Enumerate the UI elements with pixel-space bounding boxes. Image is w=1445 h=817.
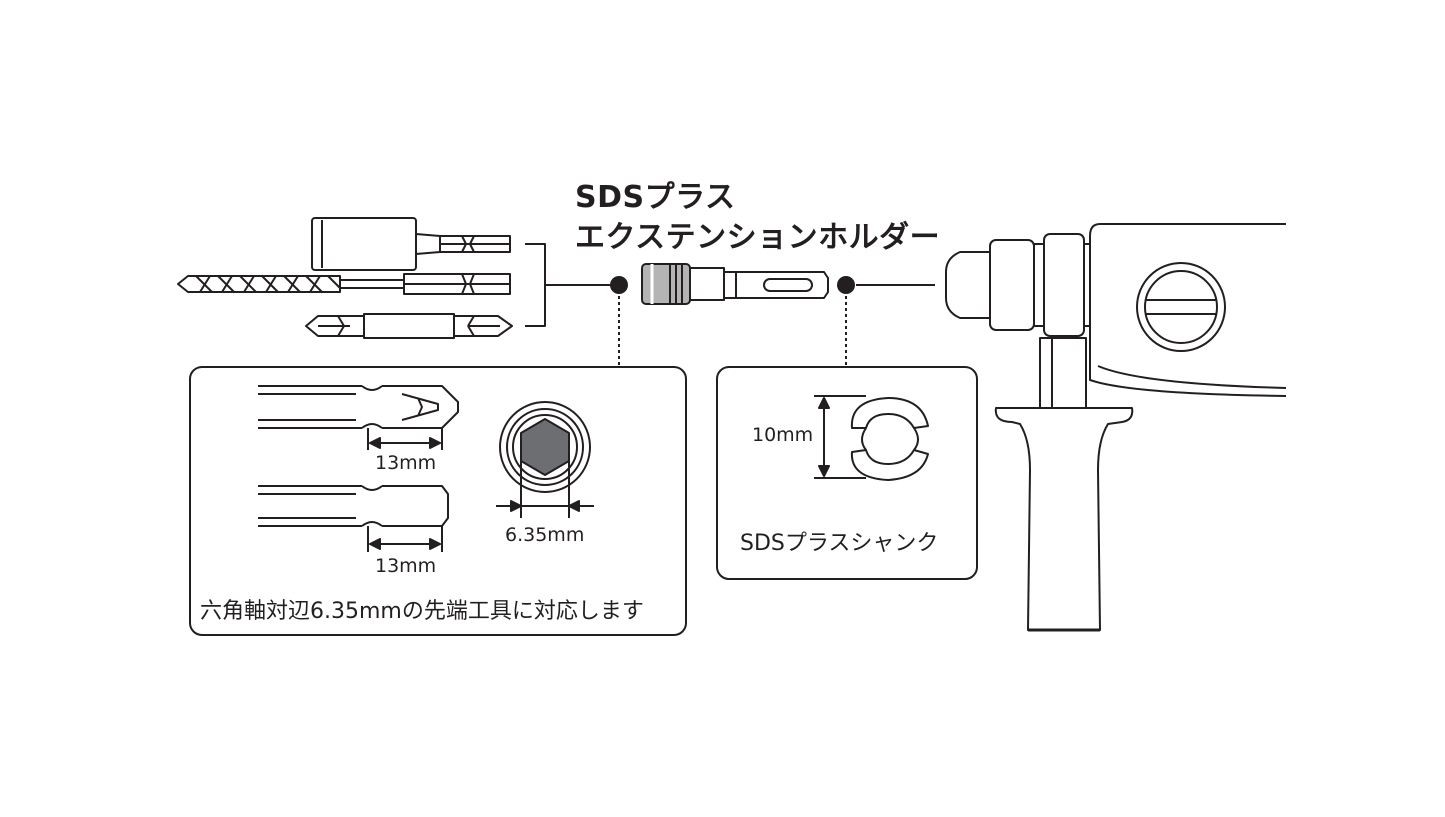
product-title-line1: SDSプラス bbox=[575, 180, 736, 215]
bits-bracket bbox=[525, 243, 546, 327]
hex-socket-end-view bbox=[496, 401, 594, 518]
dimension-label-top: 13mm bbox=[375, 452, 437, 474]
socket-bit-illustration bbox=[311, 217, 511, 271]
dimension-arrow-top bbox=[367, 428, 443, 450]
sds-diameter-arrow bbox=[814, 395, 866, 479]
hammer-drill-illustration bbox=[945, 223, 1287, 632]
hex-bit-profile-bottom bbox=[258, 485, 449, 527]
product-title-line2: エクステンションホルダー bbox=[575, 220, 941, 255]
hex-bit-profile-top bbox=[258, 385, 459, 429]
sds-end-marker-dot bbox=[837, 276, 855, 294]
sds-shank-cross-section bbox=[850, 397, 929, 481]
sds-diameter-label: 10mm bbox=[752, 424, 814, 446]
drill-bit-illustration bbox=[177, 273, 511, 295]
driver-bit-illustration bbox=[305, 313, 513, 339]
hex-end-marker-dot bbox=[610, 276, 628, 294]
hex-size-label: 6.35mm bbox=[505, 524, 585, 546]
hex-panel-caption: 六角軸対辺6.35mmの先端工具に対応します bbox=[200, 599, 644, 624]
sds-panel-caption: SDSプラスシャンク bbox=[740, 531, 939, 556]
dimension-arrow-bottom bbox=[367, 526, 443, 552]
extension-holder-illustration bbox=[641, 263, 829, 305]
dimension-label-bottom: 13mm bbox=[375, 555, 437, 577]
